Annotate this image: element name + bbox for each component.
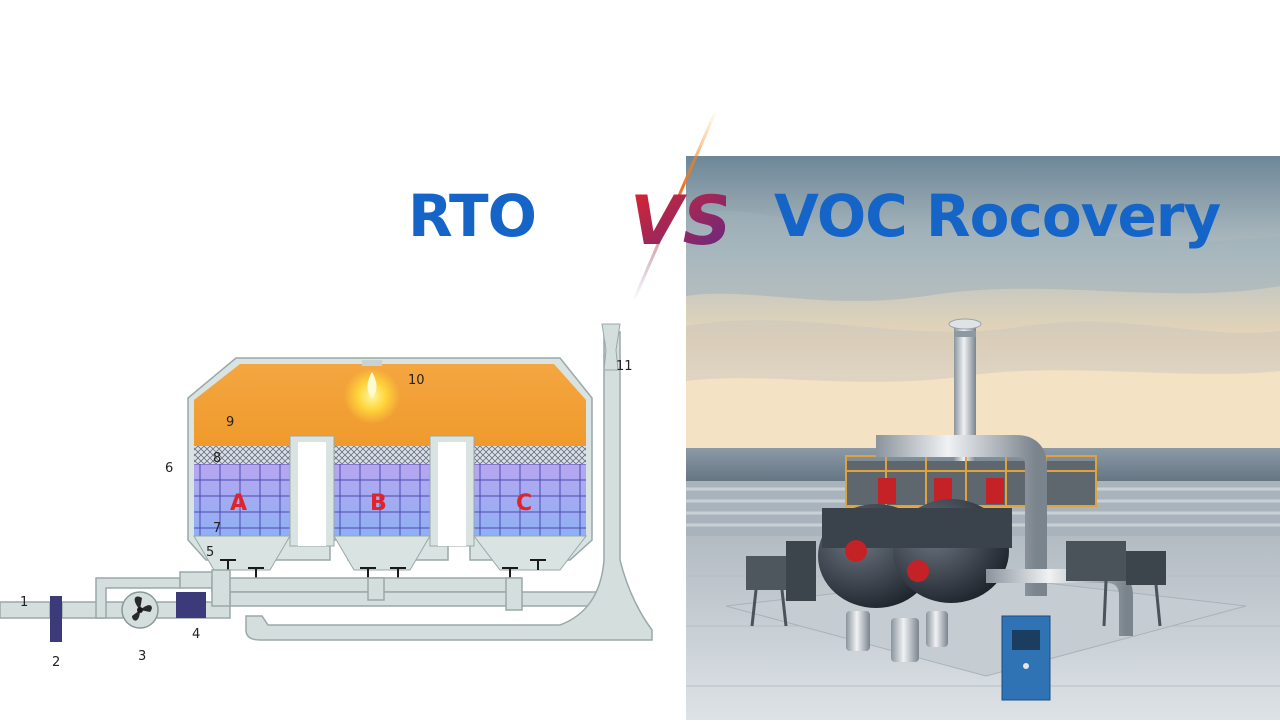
sky	[686, 156, 1280, 456]
label-9: 9	[226, 415, 234, 430]
voc-recovery-photo	[686, 156, 1280, 720]
label-8: 8	[213, 451, 221, 466]
label-11: 11	[616, 359, 633, 374]
label-1: 1	[20, 595, 28, 610]
damper-2	[50, 596, 62, 642]
label-3: 3	[138, 649, 146, 664]
chamber-c	[474, 446, 586, 536]
vs-slash	[632, 109, 718, 301]
vs-text: VS	[630, 182, 726, 261]
vs-mark: VS	[630, 109, 726, 301]
chamber-b	[334, 446, 430, 536]
main-pipe	[876, 435, 1047, 596]
chamber-label-a: A	[230, 491, 247, 516]
unit-4	[176, 592, 206, 618]
label-2: 2	[52, 655, 60, 670]
stack-11	[601, 323, 621, 371]
chamber-label-c: C	[516, 491, 532, 516]
chamber-a	[194, 446, 290, 536]
control-cabinet	[1001, 615, 1051, 701]
burner-flame	[367, 372, 377, 398]
clouds	[686, 211, 1280, 301]
rto-diagram: A B C 1 2 3 4 5 6 7 8 9 10 11	[0, 320, 676, 720]
label-10: 10	[408, 373, 425, 388]
label-5: 5	[206, 545, 214, 560]
label-7: 7	[213, 521, 221, 536]
chamber-label-b: B	[370, 491, 387, 516]
voc-recovery-title: VOC Rocovery	[774, 182, 1221, 250]
rto-title: RTO	[408, 182, 537, 250]
label-6: 6	[165, 461, 173, 476]
label-4: 4	[192, 627, 200, 642]
